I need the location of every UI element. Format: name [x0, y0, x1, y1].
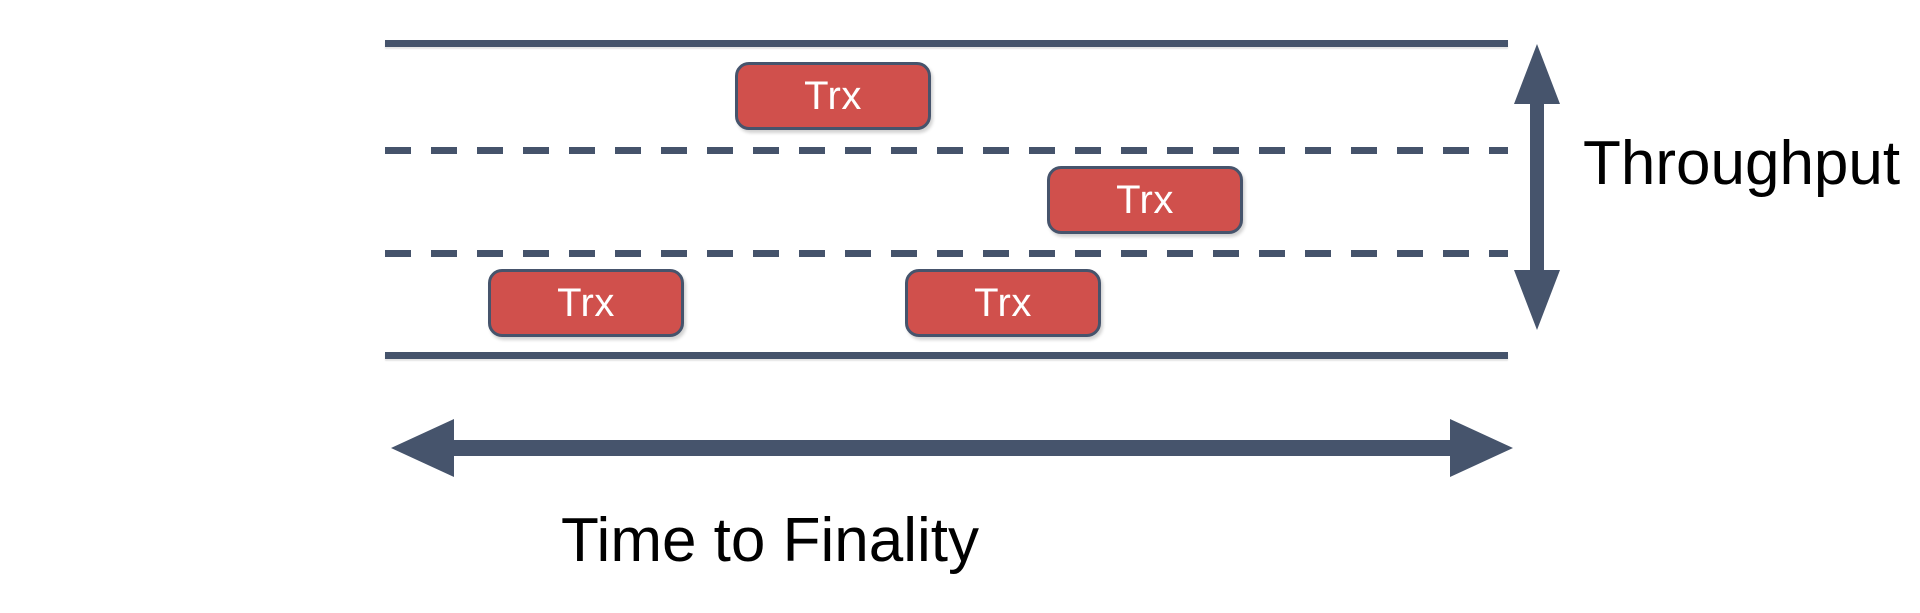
transaction-block[interactable]: Trx [905, 269, 1101, 337]
throughput-axis-label: Throughput [1583, 129, 1901, 198]
transaction-block[interactable]: Trx [488, 269, 684, 337]
transaction-block[interactable]: Trx [735, 62, 931, 130]
double-arrow-horizontal-icon [388, 413, 1516, 483]
channel-divider-line-1 [385, 147, 1508, 154]
double-arrow-vertical-icon [1506, 42, 1568, 332]
transaction-block[interactable]: Trx [1047, 166, 1243, 234]
channel-bottom-boundary-line [385, 352, 1508, 359]
channel-top-boundary-line [385, 40, 1508, 47]
channel-divider-line-2 [385, 250, 1508, 257]
time-to-finality-axis-label: Time to Finality [560, 506, 979, 575]
